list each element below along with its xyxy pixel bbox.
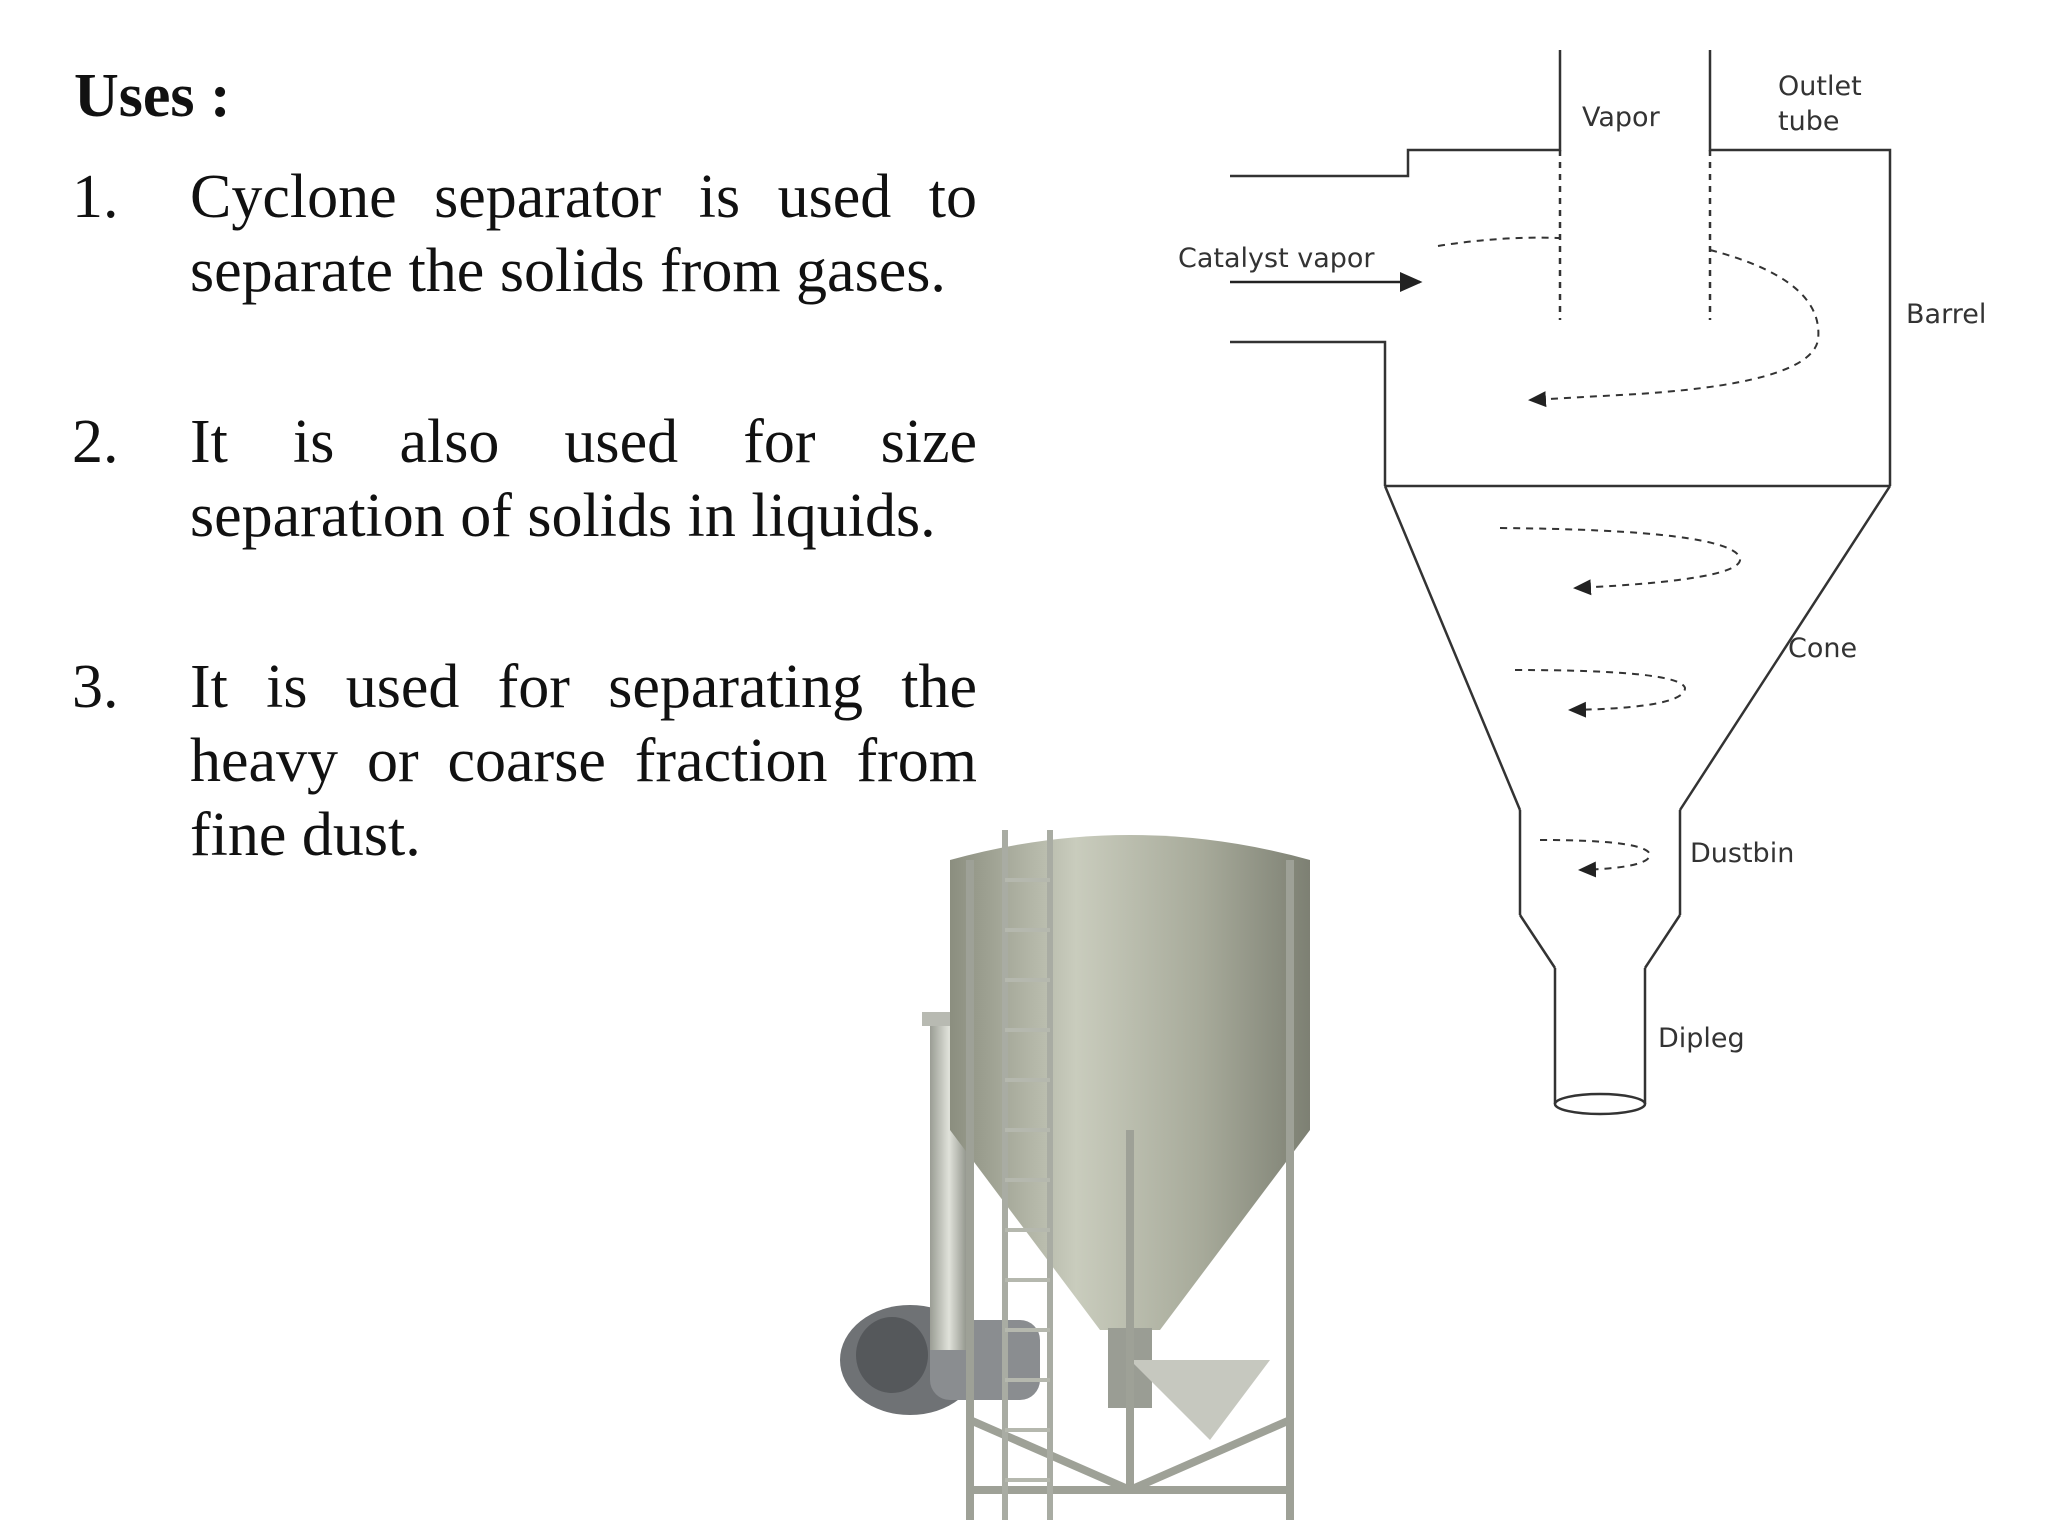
use-item-number: 3. — [72, 653, 119, 721]
blower-face — [856, 1317, 928, 1393]
discharge-chute — [1130, 1360, 1270, 1440]
inlet-top-wall — [1230, 50, 1562, 178]
dipleg-opening — [1553, 1092, 1647, 1116]
inlet-dashed-flow — [1437, 236, 1561, 247]
cone-walls — [1383, 485, 1892, 811]
label-dipleg: Dipleg — [1658, 1023, 1745, 1054]
label-barrel: Barrel — [1906, 299, 1986, 330]
cone-swirl-lower — [1514, 669, 1687, 718]
label-catalyst-vapor: Catalyst vapor — [1178, 243, 1375, 274]
label-outlet-tube-line1: Outlet — [1778, 71, 1862, 102]
dustbin-walls — [1518, 810, 1682, 915]
use-item-text: Cyclone separator is used to separate th… — [190, 163, 977, 305]
dipleg-walls — [1553, 968, 1647, 1104]
barrel-swirl — [1528, 249, 1820, 408]
dipleg-taper — [1518, 914, 1682, 969]
use-item-number: 1. — [72, 163, 119, 231]
uses-heading: Uses : — [74, 62, 231, 130]
label-dustbin: Dustbin — [1690, 838, 1794, 869]
outlet-tube-right-wall — [1708, 50, 1892, 486]
label-vapor: Vapor — [1582, 102, 1661, 133]
use-item-text: It is used for separating the heavy or c… — [190, 653, 977, 869]
use-item-text: It is also used for size separation of s… — [190, 408, 977, 550]
label-outlet-tube-line2: tube — [1778, 106, 1839, 137]
label-cone: Cone — [1788, 633, 1857, 664]
dustbin-swirl — [1539, 839, 1652, 878]
frame-brace — [1128, 1416, 1292, 1494]
cone-swirl-upper — [1499, 527, 1742, 596]
ladder-rungs — [1005, 878, 1050, 1482]
tank-cylinder — [950, 835, 1310, 1130]
cyclone-diagram: Vapor Outlet tube Catalyst vapor Barrel … — [1178, 50, 1986, 1116]
cyclone-equipment-photo — [840, 830, 1310, 1520]
use-item-number: 2. — [72, 408, 119, 476]
inlet-bottom-wall — [1230, 340, 1387, 486]
